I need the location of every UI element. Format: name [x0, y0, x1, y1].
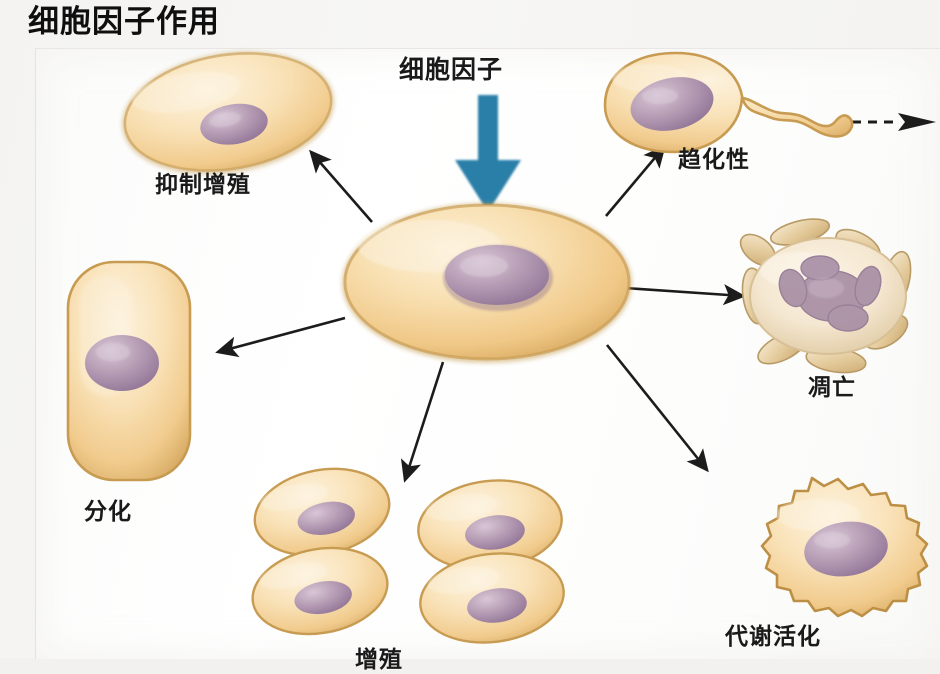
label-proliferation: 增殖 — [355, 646, 403, 672]
label-inhibit-proliferation: 抑制增殖 — [155, 171, 251, 197]
label-differentiation: 分化 — [84, 498, 132, 524]
label-chemotaxis: 趋化性 — [678, 146, 750, 172]
label-metabolic-activation: 代谢活化 — [725, 623, 821, 649]
page-title: 细胞因子作用 — [28, 4, 220, 39]
label-cytokine: 细胞因子 — [399, 56, 504, 84]
label-apoptosis: 凋亡 — [808, 374, 856, 400]
diagram-canvas — [35, 48, 940, 659]
